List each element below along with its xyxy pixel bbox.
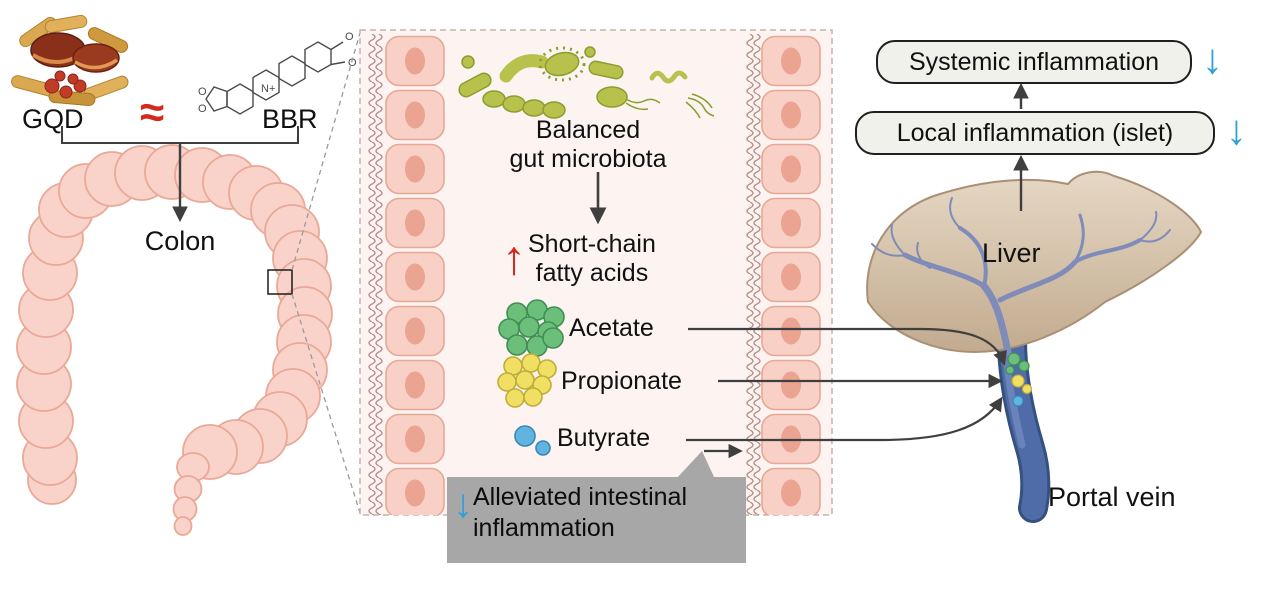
increase-arrow-icon: ↑ bbox=[502, 232, 526, 286]
atom-o-icon: O bbox=[198, 86, 207, 98]
liver-label: Liver bbox=[982, 238, 1041, 268]
liver-vessels bbox=[871, 197, 1171, 356]
microvilli-right bbox=[746, 34, 761, 515]
scfa-increase-row: ↑ Short-chain fatty acids bbox=[502, 230, 656, 288]
colon-illustration bbox=[16, 144, 333, 536]
atom-o-icon: O bbox=[348, 57, 357, 69]
gqd-bbr-to-colon-arrow bbox=[61, 126, 299, 223]
atom-o-icon: O bbox=[198, 103, 207, 115]
butyrate-molecules bbox=[514, 425, 551, 456]
liver-illustration bbox=[866, 170, 1203, 356]
epithelium-left bbox=[368, 34, 446, 515]
epithelial-cells-right bbox=[760, 34, 824, 515]
butyrate-label: Butyrate bbox=[557, 424, 651, 452]
short-chain-fatty-acids-label: Short-chain fatty acids bbox=[528, 230, 656, 287]
herbal-medicine-image bbox=[11, 14, 129, 106]
alleviated-inflammation-box: ↓ Alleviated intestinal inflammation bbox=[447, 477, 746, 563]
atom-o-icon: O bbox=[345, 31, 354, 43]
decrease-arrow-icon: ↓ bbox=[453, 482, 473, 526]
portal-vein-label: Portal vein bbox=[1048, 482, 1176, 512]
zoom-dashed-lines bbox=[291, 32, 361, 514]
approx-equal-symbol: ≈ bbox=[140, 88, 165, 137]
scfa-in-portal-vein bbox=[1005, 352, 1033, 407]
gqd-label: GQD bbox=[22, 104, 84, 134]
bbr-structure: O O N+ O O bbox=[198, 31, 357, 115]
propionate-label: Propionate bbox=[561, 367, 682, 395]
acetate-molecules bbox=[498, 299, 565, 357]
zoom-region-square bbox=[267, 269, 293, 295]
propionate-molecules bbox=[497, 353, 557, 408]
microvilli-left bbox=[368, 34, 383, 515]
gut-bacteria-illustration bbox=[458, 46, 715, 119]
local-decrease-arrow-icon: ↓ bbox=[1226, 106, 1247, 153]
atom-n-icon: N+ bbox=[261, 83, 275, 95]
acetate-to-vein-arrow bbox=[688, 327, 1007, 366]
local-inflammation-box: Local inflammation (islet) bbox=[855, 111, 1215, 155]
systemic-inflammation-box: Systemic inflammation bbox=[876, 40, 1192, 84]
acetate-label: Acetate bbox=[569, 314, 654, 342]
epithelium-right bbox=[746, 34, 824, 515]
bbr-label: BBR bbox=[262, 104, 318, 134]
alleviated-inflammation-label: Alleviated intestinal inflammation bbox=[473, 483, 688, 543]
epithelial-cells-left bbox=[384, 34, 446, 515]
systemic-decrease-arrow-icon: ↓ bbox=[1202, 35, 1223, 82]
balanced-gut-microbiota-label: Balanced gut microbiota bbox=[509, 116, 667, 173]
inflammation-box-tab bbox=[676, 451, 715, 479]
colon-label: Colon bbox=[144, 226, 216, 256]
systemic-inflammation-label: Systemic inflammation bbox=[908, 47, 1160, 76]
butyrate-to-vein-arrow bbox=[686, 396, 1003, 442]
local-inflammation-label: Local inflammation (islet) bbox=[896, 118, 1174, 147]
